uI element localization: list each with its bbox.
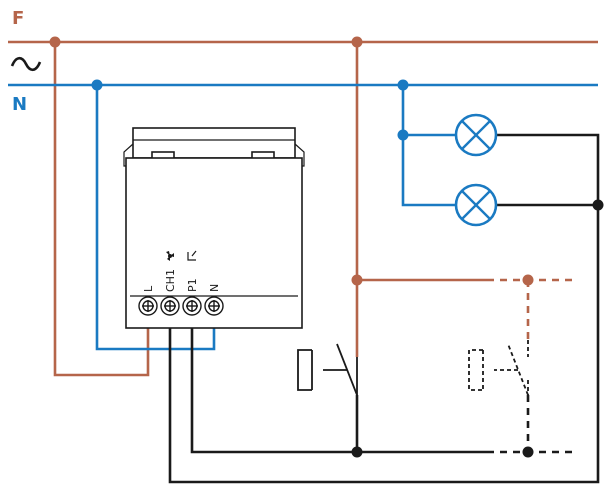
terminal-label-CH1: CH1 xyxy=(164,269,177,292)
neutral-label: N xyxy=(12,94,27,115)
junction-dot xyxy=(397,129,409,141)
terminal-P1 xyxy=(182,296,202,316)
neutral-to-lamps xyxy=(401,85,455,207)
lamp-icon xyxy=(454,113,498,157)
terminal-L xyxy=(138,296,158,316)
terminal-label-P1: P1 xyxy=(186,278,199,292)
junction-dot xyxy=(91,79,103,91)
output-to-lamps xyxy=(168,133,600,484)
junction-dot xyxy=(397,79,409,91)
pushbutton-icon xyxy=(187,250,197,261)
junction-dot xyxy=(351,274,363,286)
pushbutton-switch xyxy=(297,343,358,396)
junction-dot xyxy=(351,446,363,458)
junction-dot xyxy=(351,36,363,48)
terminal-label-L: L xyxy=(142,285,155,292)
terminal-label-N: N xyxy=(208,284,221,292)
optional-pushbutton-switch xyxy=(468,340,529,396)
phase-label: F xyxy=(12,8,24,29)
junction-dot xyxy=(592,199,604,211)
terminal-CH1 xyxy=(160,296,180,316)
terminal-N xyxy=(204,296,224,316)
lamp-icon xyxy=(454,183,498,227)
junction-dot xyxy=(49,36,61,48)
fan-icon xyxy=(166,251,174,261)
phase-to-device-L xyxy=(53,42,150,377)
ac-symbol-icon xyxy=(10,56,42,72)
junction-dot xyxy=(522,274,534,286)
junction-dot xyxy=(522,446,534,458)
pushbutton-return xyxy=(190,308,359,454)
